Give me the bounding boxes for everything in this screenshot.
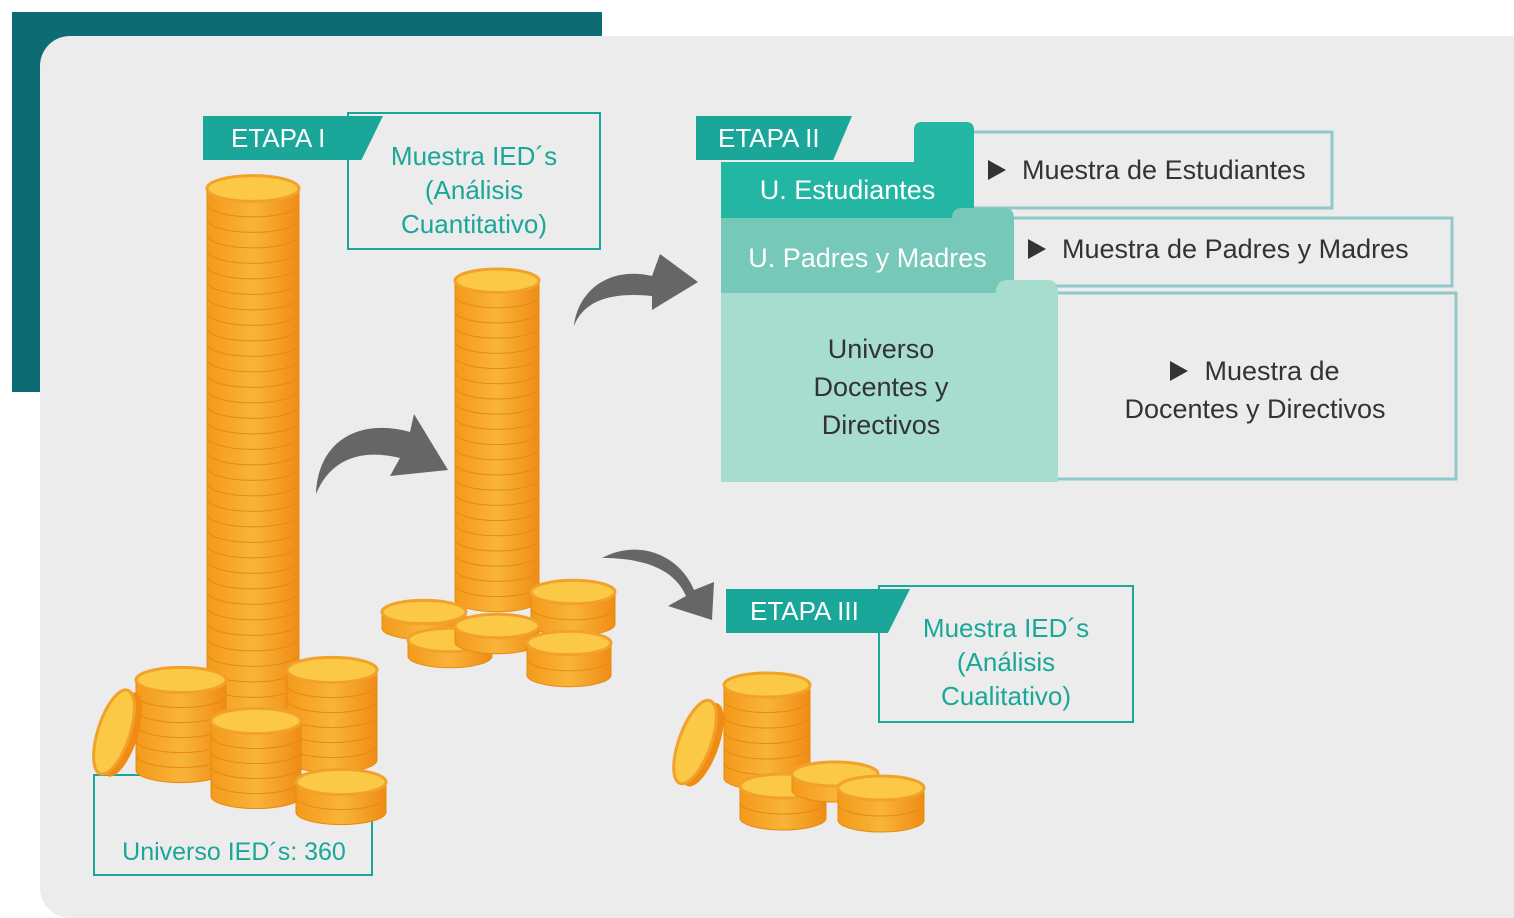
sample-estudiantes: Muestra de Estudiantes bbox=[988, 155, 1306, 186]
stage3-tag: ETAPA III bbox=[726, 589, 910, 633]
stage1-frame bbox=[347, 112, 601, 250]
coin-stack-icon bbox=[453, 267, 541, 613]
stage1-label: Muestra IED´s (Análisis Cuantitativo) bbox=[352, 140, 596, 241]
tab-docentes-line2: Docentes y bbox=[813, 372, 949, 402]
tab-docentes-line1: Universo bbox=[827, 334, 935, 364]
coin-stacks bbox=[92, 174, 926, 833]
coin-stack-icon bbox=[285, 655, 379, 774]
stage3-label-line2: (Análisis bbox=[956, 646, 1056, 677]
curved-arrow-icon bbox=[602, 549, 714, 620]
sample-estudiantes-text: Muestra de Estudiantes bbox=[1022, 155, 1306, 185]
folder-estudiantes bbox=[721, 122, 974, 218]
universe-label: Universo IED´s: 360 bbox=[122, 838, 346, 866]
coin-stack-icon bbox=[453, 612, 541, 655]
stage1-tag: ETAPA I bbox=[203, 116, 383, 160]
tab-docentes: Universo Docentes y Directivos bbox=[721, 330, 1041, 444]
stage1-label-line3: Cuantitativo) bbox=[401, 208, 547, 239]
coin-stack-icon bbox=[836, 774, 926, 833]
sample-padres-text: Muestra de Padres y Madres bbox=[1062, 234, 1409, 264]
coin-stack-icon bbox=[209, 706, 303, 810]
stage1-label-line2: (Análisis bbox=[424, 174, 524, 205]
curved-arrow-icon bbox=[574, 254, 698, 326]
sample-padres: Muestra de Padres y Madres bbox=[1028, 234, 1409, 265]
tab-docentes-line3: Directivos bbox=[821, 410, 941, 440]
curved-arrow-icon bbox=[316, 414, 448, 494]
coin-stack-icon bbox=[92, 688, 143, 777]
sample-docentes-line1: Muestra de bbox=[1204, 356, 1340, 386]
coin-stack-icon bbox=[134, 665, 228, 784]
sample-docentes-line2: Docentes y Directivos bbox=[1124, 394, 1386, 424]
sample-frame-estudiantes bbox=[958, 130, 1334, 210]
stage3-label-line3: Cualitativo) bbox=[940, 680, 1072, 711]
coin-stack-icon bbox=[525, 629, 613, 688]
sample-docentes: Muestra de Docentes y Directivos bbox=[1090, 352, 1420, 428]
coin-stack-icon bbox=[529, 578, 617, 637]
stage2-tag: ETAPA II bbox=[696, 116, 852, 160]
tab-estudiantes: U. Estudiantes bbox=[759, 175, 936, 205]
stage3-label: Muestra IED´s (Análisis Cualitativo) bbox=[882, 612, 1130, 713]
stage3-frame bbox=[878, 585, 1134, 723]
coin-stack-icon bbox=[294, 767, 388, 826]
stage1-label-line1: Muestra IED´s bbox=[390, 141, 558, 171]
coin-stack-icon bbox=[205, 174, 301, 714]
play-triangle-icon bbox=[988, 159, 1006, 180]
play-triangle-icon bbox=[1028, 238, 1046, 259]
folder-docentes bbox=[721, 280, 1058, 482]
tab-padres: U. Padres y Madres bbox=[748, 243, 987, 273]
stage3-label-line1: Muestra IED´s bbox=[922, 613, 1090, 643]
folder-padres bbox=[721, 208, 1014, 293]
play-triangle-icon bbox=[1170, 360, 1189, 381]
coin-stack-icon bbox=[672, 698, 724, 787]
